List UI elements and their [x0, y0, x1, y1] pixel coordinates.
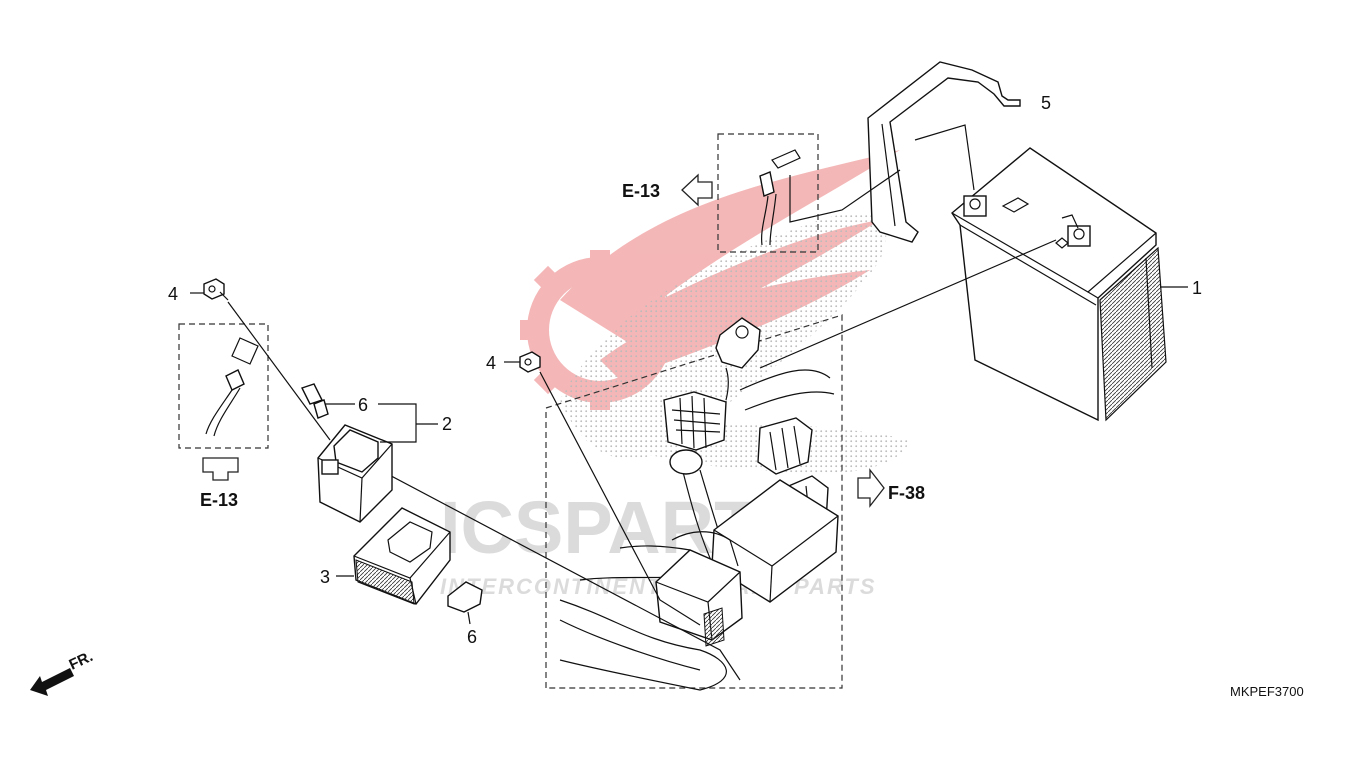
ref-label-left: E-13 — [200, 490, 238, 510]
leader-relay-bracket — [378, 403, 438, 443]
ref-arrow-top — [681, 173, 713, 207]
wiring-harness — [559, 369, 835, 691]
fuse-upper — [301, 383, 329, 419]
ref-arrow-left — [202, 457, 239, 481]
top-cable-detail — [717, 133, 819, 253]
connector-upper — [663, 391, 727, 475]
ref-label-right: F-38 — [888, 483, 925, 503]
leader-bolt-left-down — [227, 301, 331, 441]
leader-cable-top — [789, 169, 901, 223]
leader-band-2 — [1061, 214, 1079, 229]
ref-label-top: E-13 — [622, 181, 660, 201]
callout-starter-relay: 2 — [442, 414, 452, 434]
connector-right-a — [757, 417, 813, 475]
leader-band-1 — [914, 124, 975, 191]
bolt-center — [519, 351, 541, 373]
center-detail-box — [545, 314, 843, 689]
leader-relay-harness — [379, 469, 741, 681]
ref-arrow-right — [857, 468, 885, 508]
callout-battery-band: 5 — [1041, 93, 1051, 113]
callout-bolt-left: 4 — [168, 284, 178, 304]
battery-terminal-cover — [715, 317, 761, 401]
callout-fuse-box: 3 — [320, 567, 330, 587]
leader-bolt-center — [539, 371, 701, 626]
starter-relay-connector — [655, 531, 743, 647]
battery-terminal-left — [963, 195, 987, 217]
callout-fuse-lower: 6 — [467, 627, 477, 647]
battery-terminal-right — [1067, 225, 1091, 247]
battery-band — [867, 61, 1021, 243]
leader-fuse-lower — [467, 611, 471, 625]
callout-fuse-upper: 6 — [358, 395, 368, 415]
front-indicator-label: FR. — [67, 648, 96, 674]
fuse-box — [353, 507, 451, 605]
bolt-left — [203, 278, 229, 301]
starter-relay — [317, 424, 393, 523]
left-cable-detail — [178, 323, 269, 449]
leader-battery-harness — [759, 239, 1057, 369]
fuse-lower — [447, 581, 483, 613]
callout-bolt-center: 4 — [486, 353, 496, 373]
diagram-code: MKPEF3700 — [1230, 684, 1304, 699]
front-arrow-icon — [30, 668, 74, 696]
callout-battery: 1 — [1192, 278, 1202, 298]
battery — [951, 147, 1167, 422]
